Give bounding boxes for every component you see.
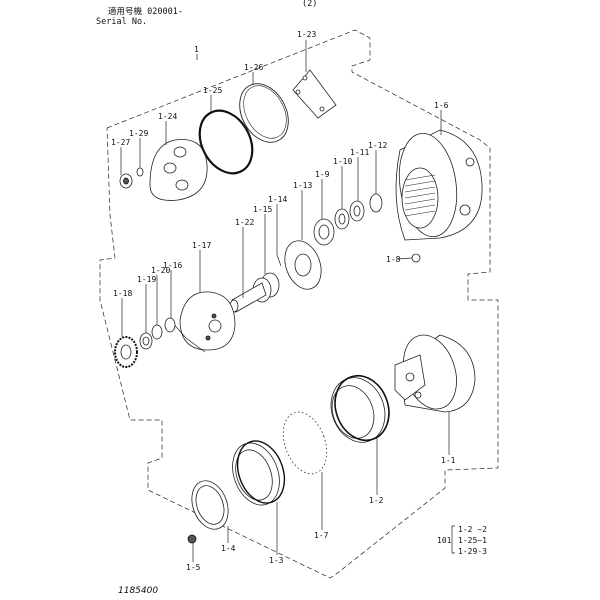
kit-entry: 1-29-3	[458, 547, 487, 556]
part-1-10-bearing	[334, 208, 350, 230]
part-1-20-washer	[151, 324, 163, 340]
part-1-3-floating-seal	[232, 440, 286, 506]
part-1-9-bearing	[313, 218, 335, 246]
part-1-11-bearing	[349, 200, 365, 222]
part-1-7-ball-ring	[282, 411, 328, 475]
callout-1-25: 1-25	[203, 86, 222, 95]
callout-1-6: 1-6	[434, 101, 449, 110]
callout-1-4: 1-4	[221, 544, 236, 553]
part-1-1-motor-housing	[394, 334, 476, 413]
callout-1-29: 1-29	[129, 129, 148, 138]
part-1-5-bolt	[187, 534, 197, 544]
part-1-19-bearing	[139, 332, 153, 350]
part-1-26-ring	[239, 83, 289, 143]
part-1-27-plug	[119, 173, 133, 189]
callout-1-23: 1-23	[297, 30, 316, 39]
callout-1-26: 1-26	[244, 63, 263, 72]
callout-1-10: 1-10	[333, 157, 352, 166]
part-1-13-thrust-plate	[284, 240, 322, 290]
callout-1-16: 1-16	[163, 261, 182, 270]
part-1-24-cover	[149, 139, 208, 201]
callout-1-19: 1-19	[137, 275, 156, 284]
part-1-14-pin	[276, 254, 282, 267]
callout-1-3: 1-3	[269, 556, 284, 565]
callout-1-9: 1-9	[315, 170, 330, 179]
part-1-6-housing	[395, 129, 483, 241]
callout-1-20: 1-20	[151, 266, 170, 275]
serial-number-label: Serial No.	[96, 17, 147, 27]
kit-entry: 1-25~1	[458, 536, 487, 545]
part-1-16-washer	[164, 317, 176, 333]
callout-1-22: 1-22	[235, 218, 254, 227]
part-1-4-retainer	[191, 480, 229, 530]
callout-1-11: 1-11	[350, 148, 369, 157]
callout-1-13: 1-13	[293, 181, 312, 190]
callout-1-17: 1-17	[192, 241, 211, 250]
page-marker: (2)	[302, 0, 317, 9]
callout-1-1: 1-1	[441, 456, 456, 465]
callout-1-18: 1-18	[113, 289, 132, 298]
callout-1-5: 1-5	[186, 563, 201, 572]
callout-1-8: 1-8	[386, 255, 401, 264]
applicable-model-label: 適用号機 020001-	[108, 6, 183, 17]
part-1-22-shaft	[229, 282, 267, 313]
part-1-8-bolt	[411, 253, 421, 263]
assembly-frame	[99, 29, 499, 579]
part-1-2-ring-gear	[330, 374, 390, 443]
callout-1-27: 1-27	[111, 138, 130, 147]
kit-table: 101 1-2 ~2 1-25~1 1-29-3	[437, 525, 487, 556]
part-1-17-carrier	[169, 291, 236, 353]
callout-1-24: 1-24	[158, 112, 177, 121]
callout-1: 1	[194, 45, 199, 54]
part-1-29-oring	[136, 167, 144, 177]
callout-1-2: 1-2	[369, 496, 384, 505]
part-1-18-planet-gear	[114, 336, 138, 368]
kit-number: 101	[437, 536, 452, 545]
callout-1-14: 1-14	[268, 195, 287, 204]
leader-lines	[120, 40, 450, 562]
part-1-23-plate	[292, 69, 337, 119]
callout-1-7: 1-7	[314, 531, 329, 540]
callout-1-12: 1-12	[368, 141, 387, 150]
callout-1-15: 1-15	[253, 205, 272, 214]
part-1-12-ring	[369, 193, 383, 213]
drawing-number: 1185400	[118, 586, 158, 596]
kit-entry: 1-2 ~2	[458, 525, 487, 534]
part-1-25-oring	[198, 109, 254, 175]
